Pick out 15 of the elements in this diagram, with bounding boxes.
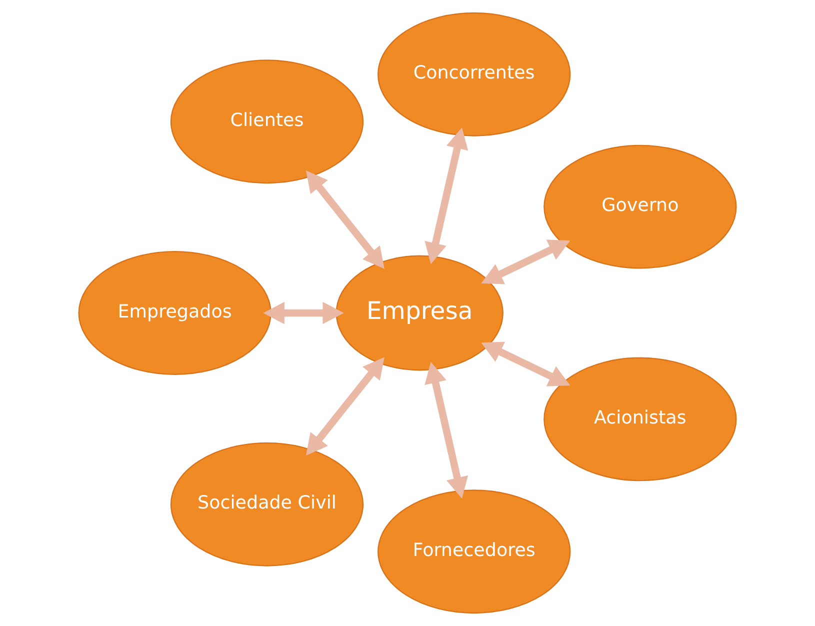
node-ellipse: Sociedade Civil	[170, 442, 364, 566]
node-ellipse: Acionistas	[544, 357, 737, 482]
arrow	[424, 362, 468, 499]
node-ellipse: Governo	[544, 144, 737, 269]
node-ellipse: Concorrentes	[378, 12, 571, 136]
arrow	[481, 240, 570, 284]
node-ellipse: Fornecedores	[378, 490, 571, 614]
arrow	[263, 302, 344, 324]
arrow	[306, 170, 384, 269]
node-ellipse: Clientes	[170, 60, 364, 184]
node-ellipse: Empresa	[336, 255, 504, 371]
arrow	[306, 357, 384, 456]
node-ellipse: Empregados	[78, 251, 272, 375]
arrow	[424, 127, 468, 264]
arrow	[481, 342, 570, 386]
